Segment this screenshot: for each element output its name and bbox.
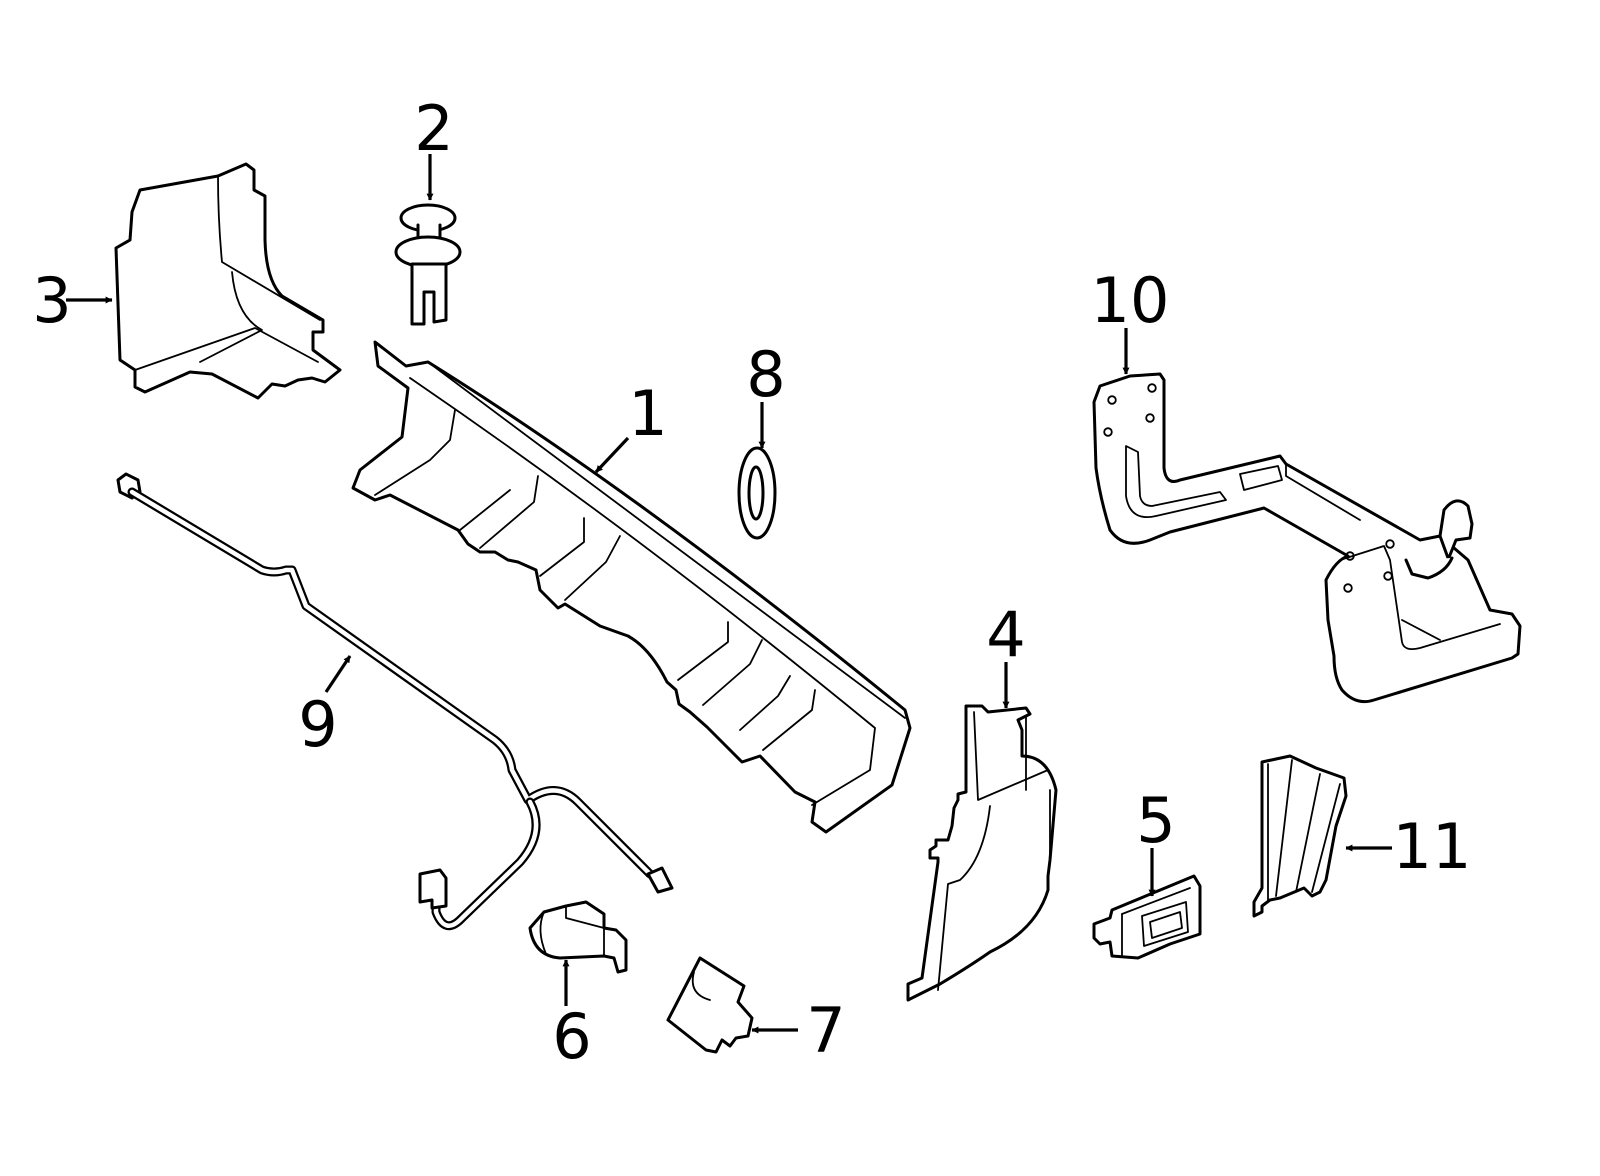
leader-arrow-9 bbox=[324, 655, 352, 693]
leader-lines bbox=[66, 154, 1392, 1034]
part-8-grommet[interactable] bbox=[737, 446, 777, 540]
callout-labels: 1 2 3 4 5 6 7 8 9 10 11 bbox=[32, 92, 1471, 1073]
part-10-trailer-hitch[interactable] bbox=[1092, 372, 1522, 704]
part-2-push-clip[interactable] bbox=[394, 203, 462, 326]
part-1-bumper-step-pad[interactable] bbox=[351, 340, 912, 834]
callout-7: 7 bbox=[806, 994, 845, 1067]
callout-8: 8 bbox=[746, 338, 785, 411]
part-7-sensor-bracket[interactable] bbox=[666, 956, 754, 1054]
leader-arrow-1 bbox=[594, 436, 630, 474]
part-6-sensor[interactable] bbox=[528, 900, 628, 974]
callout-5: 5 bbox=[1136, 784, 1175, 857]
callout-4: 4 bbox=[986, 598, 1025, 671]
part-11-side-panel[interactable] bbox=[1252, 754, 1348, 918]
callout-2: 2 bbox=[414, 92, 453, 165]
callout-11: 11 bbox=[1393, 810, 1472, 883]
callout-6: 6 bbox=[552, 1000, 591, 1073]
callout-9: 9 bbox=[298, 688, 337, 761]
callout-1: 1 bbox=[628, 377, 667, 450]
part-4-corner-panel[interactable] bbox=[906, 704, 1058, 1002]
part-9-wiring-harness[interactable] bbox=[116, 472, 674, 931]
callout-3: 3 bbox=[32, 264, 71, 337]
callout-10: 10 bbox=[1091, 264, 1170, 337]
part-3-corner-panel[interactable] bbox=[114, 162, 342, 400]
part-5-bezel[interactable] bbox=[1092, 874, 1202, 960]
